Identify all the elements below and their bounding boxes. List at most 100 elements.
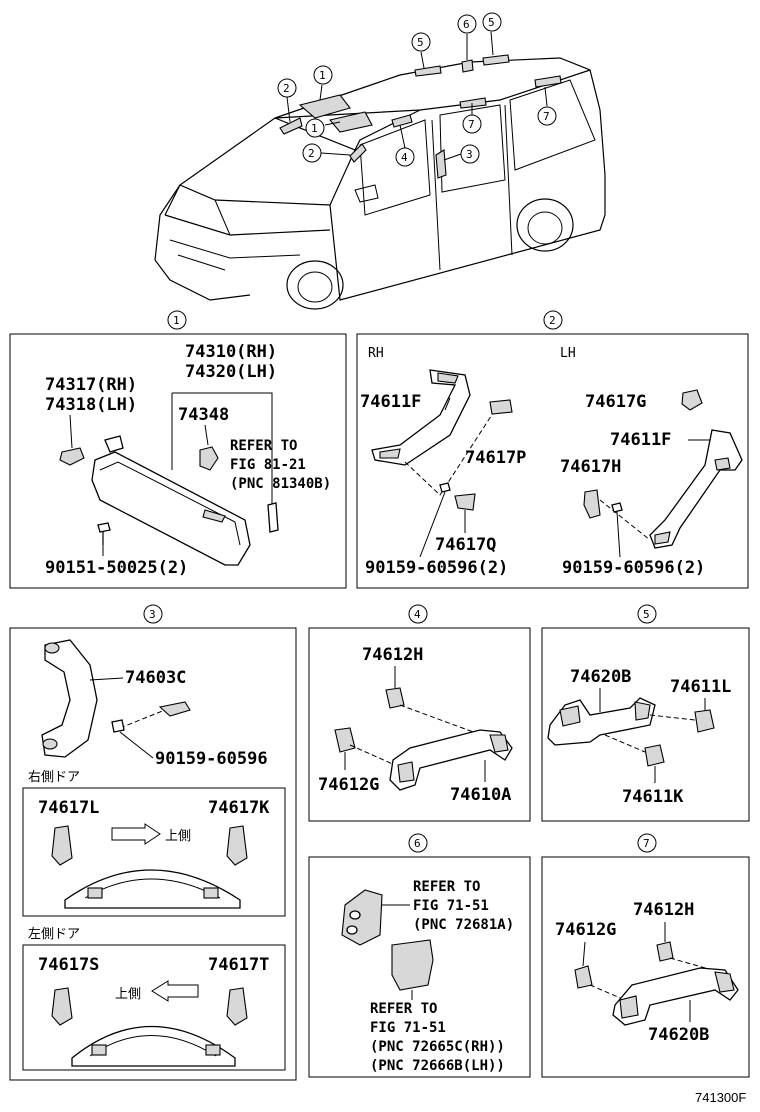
part-number-screw: 90151-50025(2) [45,558,188,578]
part-number-grip: 74620B [570,667,631,687]
panel-number: 4 [414,608,421,621]
callout-number: 6 [463,18,470,31]
part-number-rh-cover-q: 74617Q [435,535,496,555]
part-number-right-k: 74617K [208,798,270,818]
callout-number: 2 [283,82,290,95]
part-number-grip: 74603C [125,668,186,688]
lh-cover-g-shape [681,389,703,411]
panel-number: 6 [414,837,421,850]
panel-1-sun-visor: 1 74310(RH) 74320(LH) 74317(RH) 74318(LH… [9,310,347,589]
label-up-side-left: 上側 [115,987,141,1002]
sun-visor-shape [91,451,251,566]
vehicle-callout-7a[interactable]: 7 [462,114,482,134]
refer-a-line-3: (PNC 72681A) [413,917,514,933]
callout-number: 2 [308,147,315,160]
part-number-cap-l: 74611L [670,677,731,697]
vehicle-callout-3[interactable]: 3 [460,144,480,164]
part-number-lh-screw: 90159-60596(2) [562,558,705,578]
panel-number: 1 [173,314,180,327]
rh-cover-p-shape [489,399,513,415]
cap-h-shape [385,687,405,709]
panel-number: 5 [643,608,650,621]
label-up-side-right: 上側 [165,829,191,844]
part-number-clip: 74348 [178,405,229,425]
callout-number: 5 [488,16,495,29]
part-number-right-l: 74617L [38,798,99,818]
diagram-code: 741300F [695,1090,746,1105]
vehicle-callout-5b[interactable]: 5 [482,12,502,32]
cap-h-shape [656,941,674,962]
refer-b-line-1: REFER TO [370,1001,437,1017]
lh-cover-h-shape [583,489,601,519]
callout-number: 4 [401,151,408,164]
refer-b-line-4: (PNC 72666B(LH)) [370,1058,505,1074]
assist-grip-shape [389,729,513,791]
part-number-rh-screw: 90159-60596(2) [365,558,508,578]
panel-4-assist-grip: 4 74612H 74612G 74610A [308,604,531,822]
callout-number: 3 [466,148,473,161]
refer-line-3: (PNC 81340B) [230,476,331,492]
refer-line-1: REFER TO [230,438,297,454]
refer-line-2: FIG 81-21 [230,457,306,473]
panel-number: 7 [643,837,650,850]
refer-a-line-1: REFER TO [413,879,480,895]
cap-l-shape [694,709,715,733]
hook-shape [341,889,383,946]
vehicle-callout-1a[interactable]: 1 [313,65,333,85]
cap-k-shape [644,744,665,767]
part-number-visor-rh: 74310(RH) [185,342,277,362]
part-number-cap-g: 74612G [318,775,379,795]
part-number-lh-cover-h: 74617H [560,457,621,477]
vehicle-callout-2a[interactable]: 2 [277,78,297,98]
part-number-grip: 74620B [648,1025,709,1045]
callout-number: 1 [311,122,318,135]
label-rh: RH [368,346,384,361]
cap-g-shape [334,727,356,753]
panel-number: 2 [549,314,556,327]
panel-7-assist-grip: 7 74612H 74612G 74620B [541,833,750,1078]
label-left-door: 左側ドア [28,927,80,942]
cover-shape [391,939,434,991]
door-grip-shape [41,639,98,758]
rh-cover-q-shape [454,493,476,511]
callout-number: 7 [543,110,550,123]
part-number-left-s: 74617S [38,955,99,975]
vehicle-illustration [154,54,606,310]
part-number-grip: 74610A [450,785,511,805]
part-number-rh-grip: 74611F [360,392,421,412]
vehicle-callout-4[interactable]: 4 [395,147,415,167]
vehicle-callout-5a[interactable]: 5 [411,32,431,52]
refer-b-line-2: FIG 71-51 [370,1020,446,1036]
part-number-left-t: 74617T [208,955,269,975]
panel-5-rear-grip: 5 74620B 74611L 74611K [541,604,750,822]
refer-a-line-2: FIG 71-51 [413,898,489,914]
panel-2-assist-grips: 2 RH LH 74611F 74617P 74617Q 90159-60596… [356,310,749,589]
part-number-cap-h: 74612H [633,900,694,920]
part-number-cap-g: 74612G [555,920,616,940]
panel-6-refer: 6 REFER TO FIG 71-51 (PNC 72681A) REFER … [308,833,531,1078]
label-lh: LH [560,346,576,361]
part-number-screw: 90159-60596 [155,749,268,769]
part-number-rh-cover-p: 74617P [465,448,526,468]
vehicle-callout-2b[interactable]: 2 [302,143,322,163]
vehicle-callout-6[interactable]: 6 [457,14,477,34]
callout-number: 7 [468,118,475,131]
cap-g-shape [574,965,593,989]
vehicle-callout-lines [286,31,548,161]
panel-number: 3 [149,608,156,621]
callout-number: 1 [319,69,326,82]
vehicle-callout-1b[interactable]: 1 [305,118,325,138]
part-number-cap-h: 74612H [362,645,423,665]
part-number-lh-cover-g: 74617G [585,392,646,412]
vehicle-callout-7b[interactable]: 7 [537,106,557,126]
refer-b-line-3: (PNC 72665C(RH)) [370,1039,505,1055]
part-number-lh-grip: 74611F [610,430,671,450]
part-number-holder-lh: 74318(LH) [45,395,137,415]
part-number-visor-lh: 74320(LH) [185,362,277,382]
visor-holder-shape [59,447,85,466]
assist-grip-shape [612,967,739,1026]
visor-clip-shape [199,446,219,471]
panel-3-door-grip: 3 74603C 90159-60596 右側ドア 74617L 74617K … [9,604,297,1081]
label-right-door: 右側ドア [28,770,80,785]
